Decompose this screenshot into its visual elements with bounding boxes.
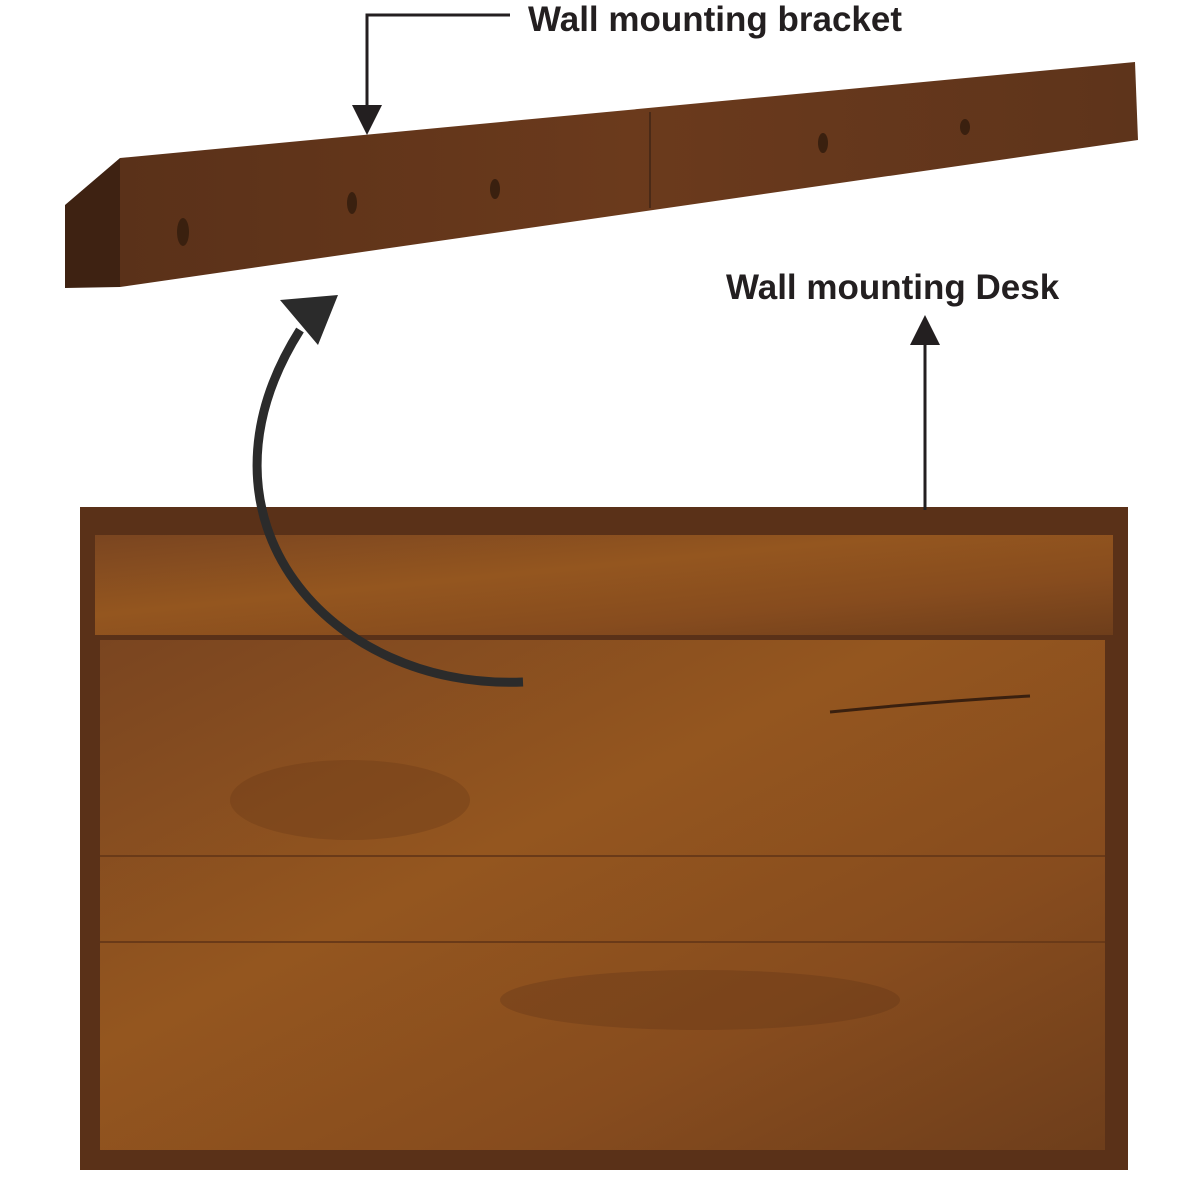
wall-desk	[80, 507, 1128, 1170]
curved-arrow-head	[280, 295, 338, 345]
bracket-label: Wall mounting bracket	[528, 0, 903, 39]
bracket-pointer-arrow	[352, 13, 510, 135]
desk-label: Wall mounting Desk	[726, 268, 1060, 307]
wall-bracket	[65, 62, 1138, 288]
curved-mount-arrow	[252, 327, 524, 687]
